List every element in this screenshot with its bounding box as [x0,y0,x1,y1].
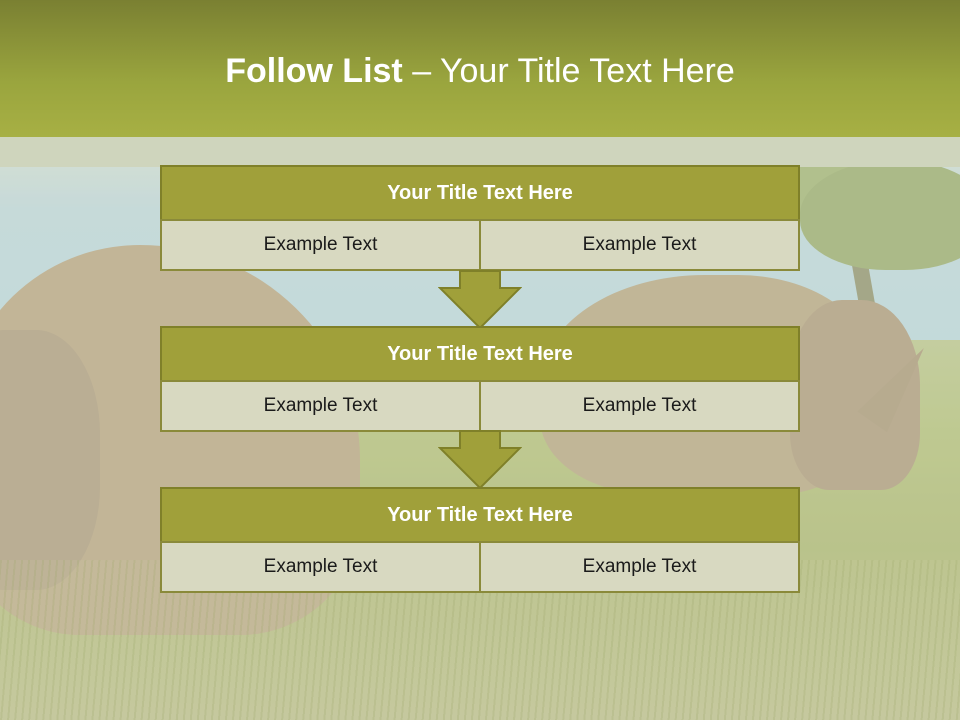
block-row: Example Text Example Text [160,541,800,593]
block-cell-left: Example Text [160,380,481,432]
slide-title-bold: Follow List [225,52,403,90]
list-block-2: Your Title Text Here Example Text Exampl… [160,326,800,432]
block-title: Your Title Text Here [160,165,800,221]
list-block-1: Your Title Text Here Example Text Exampl… [160,165,800,271]
slide-title: Follow List – Your Title Text Here [0,52,960,91]
block-cell-right: Example Text [479,380,800,432]
rhino-right-head [790,300,920,490]
block-cell-left: Example Text [160,219,481,271]
block-row: Example Text Example Text [160,219,800,271]
header-band [0,137,960,167]
down-arrow-icon [438,270,522,330]
block-title: Your Title Text Here [160,326,800,382]
header-bar [0,0,960,137]
tree-canopy [800,160,960,270]
list-block-3: Your Title Text Here Example Text Exampl… [160,487,800,593]
block-cell-right: Example Text [479,219,800,271]
block-cell-left: Example Text [160,541,481,593]
down-arrow-icon [438,430,522,490]
slide-title-rest: – Your Title Text Here [402,52,735,90]
block-cell-right: Example Text [479,541,800,593]
block-row: Example Text Example Text [160,380,800,432]
rhino-left-head [0,330,100,590]
block-title: Your Title Text Here [160,487,800,543]
